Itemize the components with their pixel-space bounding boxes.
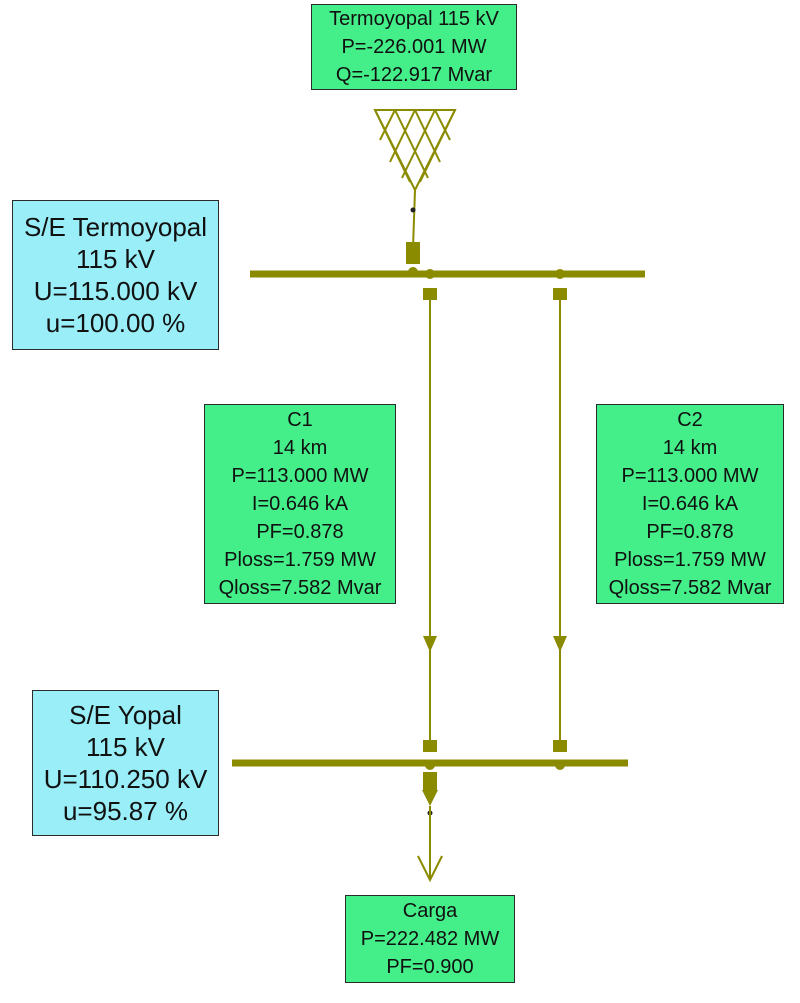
line-c1-length: 14 km <box>272 437 328 459</box>
line-c1-i: I=0.646 kA <box>251 493 349 515</box>
bus-termoyopal-u-kv: U=115.000 kV <box>33 276 198 306</box>
line-c1-p: P=113.000 MW <box>231 465 369 487</box>
line-c2-result-box[interactable]: C2 14 km P=113.000 MW I=0.646 kA PF=0.87… <box>596 404 784 604</box>
generator-name: Termoyopal 115 kV <box>329 8 499 30</box>
generator-node <box>410 207 416 213</box>
line-c2-qloss: Qloss=7.582 Mvar <box>608 577 772 599</box>
bus-termoyopal-u-pct: u=100.00 % <box>45 308 186 338</box>
bus-yopal-name: S/E Yopal <box>69 700 182 730</box>
line-c1-pf: PF=0.878 <box>256 521 344 543</box>
bus-yopal-u-pct: u=95.87 % <box>62 796 189 826</box>
line-c2-ploss: Ploss=1.759 MW <box>614 549 766 571</box>
load-result-box[interactable]: Carga P=222.482 MW PF=0.900 <box>345 895 515 983</box>
load-name: Carga <box>402 900 458 922</box>
generator-q: Q=-122.917 Mvar <box>335 64 493 86</box>
line-c2-flow-arrow <box>553 636 567 652</box>
bus-termoyopal-level: 115 kV <box>75 244 155 274</box>
line-c1-ploss: Ploss=1.759 MW <box>224 549 376 571</box>
load-breaker[interactable] <box>423 772 437 790</box>
bus-termoyopal-name: S/E Termoyopal <box>23 212 208 242</box>
load-p: P=222.482 MW <box>360 928 500 950</box>
generator-p: P=-226.001 MW <box>341 36 487 58</box>
bus-yopal-box[interactable]: S/E Yopal 115 kV U=110.250 kV u=95.87 % <box>32 690 219 836</box>
line-c2-i: I=0.646 kA <box>641 493 739 515</box>
line-c2-pf: PF=0.878 <box>646 521 734 543</box>
bus-yopal-level: 115 kV <box>85 732 165 762</box>
line-c1-qloss: Qloss=7.582 Mvar <box>218 577 382 599</box>
bus-yopal-u-kv: U=110.250 kV <box>43 764 208 794</box>
line-c1-result-box[interactable]: C1 14 km P=113.000 MW I=0.646 kA PF=0.87… <box>204 404 396 604</box>
line-c1-name: C1 <box>287 409 313 431</box>
load-arrow-icon[interactable] <box>417 855 443 883</box>
line-c1[interactable] <box>423 269 437 770</box>
generator-result-box[interactable]: Termoyopal 115 kV P=-226.001 MW Q=-122.9… <box>311 4 517 90</box>
bus-termoyopal-box[interactable]: S/E Termoyopal 115 kV U=115.000 kV u=100… <box>12 200 219 350</box>
generator-breaker[interactable] <box>406 242 420 264</box>
line-c1-flow-arrow <box>423 636 437 652</box>
load-pf: PF=0.900 <box>386 956 474 978</box>
generator-delta-icon[interactable] <box>373 109 457 193</box>
load-flow-arrow <box>422 790 438 806</box>
line-c2-p: P=113.000 MW <box>621 465 759 487</box>
line-c2-length: 14 km <box>662 437 718 459</box>
line-c2[interactable] <box>553 269 567 770</box>
line-c2-name: C2 <box>677 409 703 431</box>
generator-connection <box>412 189 416 249</box>
